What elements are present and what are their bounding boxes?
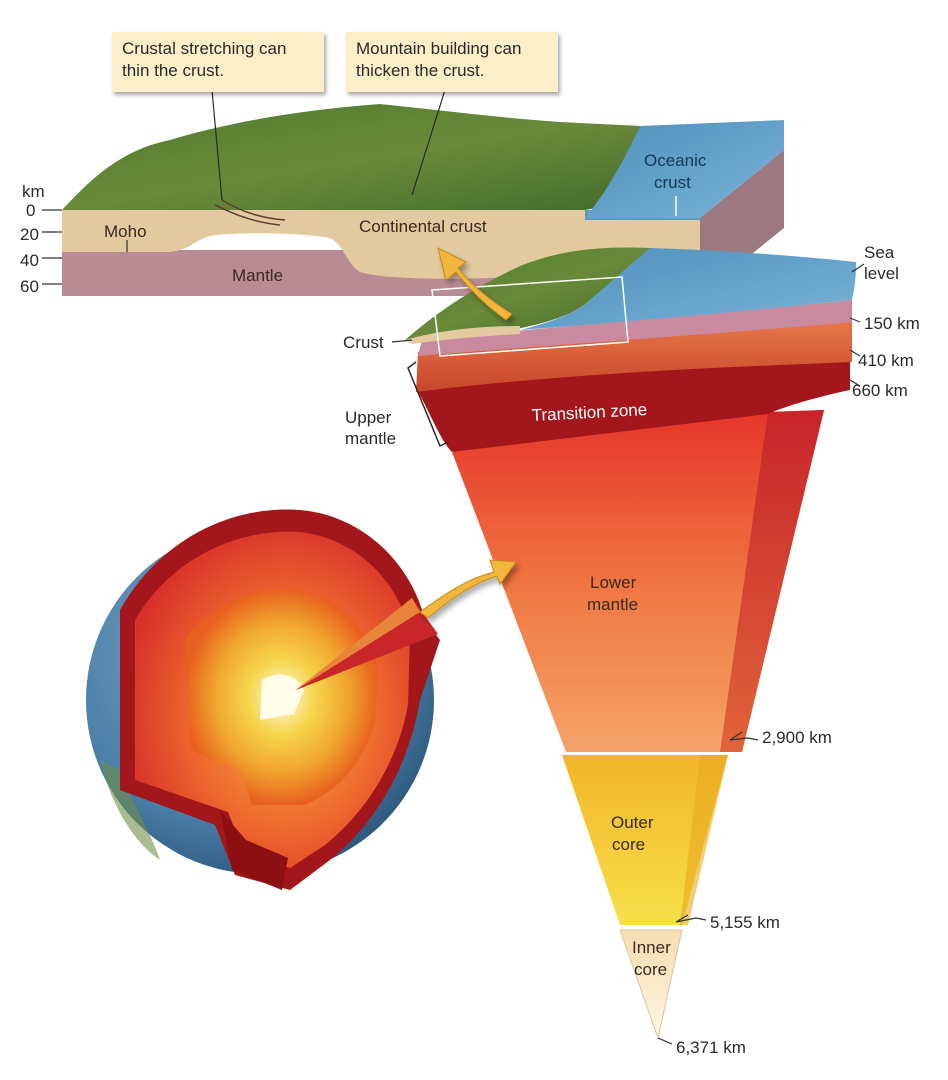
callout-mountain-line-1: Mountain building can — [356, 39, 522, 58]
depth-5155-label: 5,155 km — [710, 913, 780, 932]
depth-410-label: 410 km — [858, 351, 914, 370]
sea-level-label-1: Sea — [864, 243, 895, 262]
depth-tick-20: 20 — [20, 225, 39, 244]
depth-150-label: 150 km — [864, 314, 920, 333]
globe-cut-wedge-face — [220, 810, 288, 890]
callout-stretching-line-1: Crustal stretching can — [122, 39, 287, 58]
upper-mantle-bracket — [407, 361, 449, 448]
fault-lines — [214, 199, 286, 226]
wedge-lower-mantle — [452, 410, 824, 752]
globe-cutaway — [86, 509, 440, 890]
earth-wedge — [391, 247, 865, 1045]
upper-mantle-label-1: Upper — [345, 408, 392, 427]
callout-mountain-building: Mountain building can thicken the crust. — [346, 32, 558, 92]
wedge-upper-mantle — [416, 318, 852, 392]
zoom-arrow-upper — [437, 247, 513, 321]
wedge-crust-edge — [405, 326, 520, 344]
wedge-lithosphere — [418, 300, 852, 356]
mantle-label: Mantle — [232, 266, 283, 285]
depth-tick-60: 60 — [20, 277, 39, 296]
oceanic-crust-label-2: crust — [654, 173, 691, 192]
wedge-ocean-surface — [520, 248, 856, 330]
outer-core-label-2: core — [612, 835, 645, 854]
stretching-pointer — [211, 89, 223, 201]
sea-level-leader — [851, 263, 865, 273]
inset-frame — [431, 276, 629, 357]
wedge-outer-core-side — [680, 755, 728, 925]
moho-label: Moho — [104, 222, 147, 241]
block-ocean-surface — [585, 120, 784, 218]
wedge-transition-zone — [416, 360, 850, 452]
upper-mantle-label-2: mantle — [345, 429, 396, 448]
depth-660-label: 660 km — [852, 381, 908, 400]
mountain-pointer — [411, 89, 446, 196]
wedge-inner-core — [619, 929, 683, 1040]
sea-level-label-2: level — [864, 264, 899, 283]
wedge-lower-mantle-side — [720, 410, 824, 752]
oceanic-crust-label-1: Oceanic — [644, 151, 707, 170]
globe-wedge-pointer-face — [296, 598, 420, 690]
continental-crust-label: Continental crust — [359, 217, 487, 236]
callout-crustal-stretching: Crustal stretching can thin the crust. — [112, 32, 324, 92]
inner-core-label-2: core — [634, 960, 667, 979]
outer-core-label-1: Outer — [611, 813, 654, 832]
depth-tick-40: 40 — [20, 251, 39, 270]
zoom-arrow-lower — [419, 559, 517, 619]
lower-mantle-label-2: mantle — [587, 595, 638, 614]
block-land-surface — [62, 104, 700, 210]
depth-tick-0: 0 — [26, 201, 35, 220]
crust-label: Crust — [343, 333, 384, 352]
wedge-land-surface — [405, 247, 650, 340]
callout-stretching-line-2: thin the crust. — [122, 61, 225, 80]
depth-2900-label: 2,900 km — [762, 728, 832, 747]
depth-unit-label: km — [22, 182, 45, 201]
depth-6371-label: 6,371 km — [676, 1038, 746, 1057]
globe-inner-core — [260, 674, 304, 720]
callout-mountain-line-2: thicken the crust. — [356, 61, 485, 80]
inner-core-label-1: Inner — [632, 938, 671, 957]
lower-mantle-label-1: Lower — [590, 573, 637, 592]
